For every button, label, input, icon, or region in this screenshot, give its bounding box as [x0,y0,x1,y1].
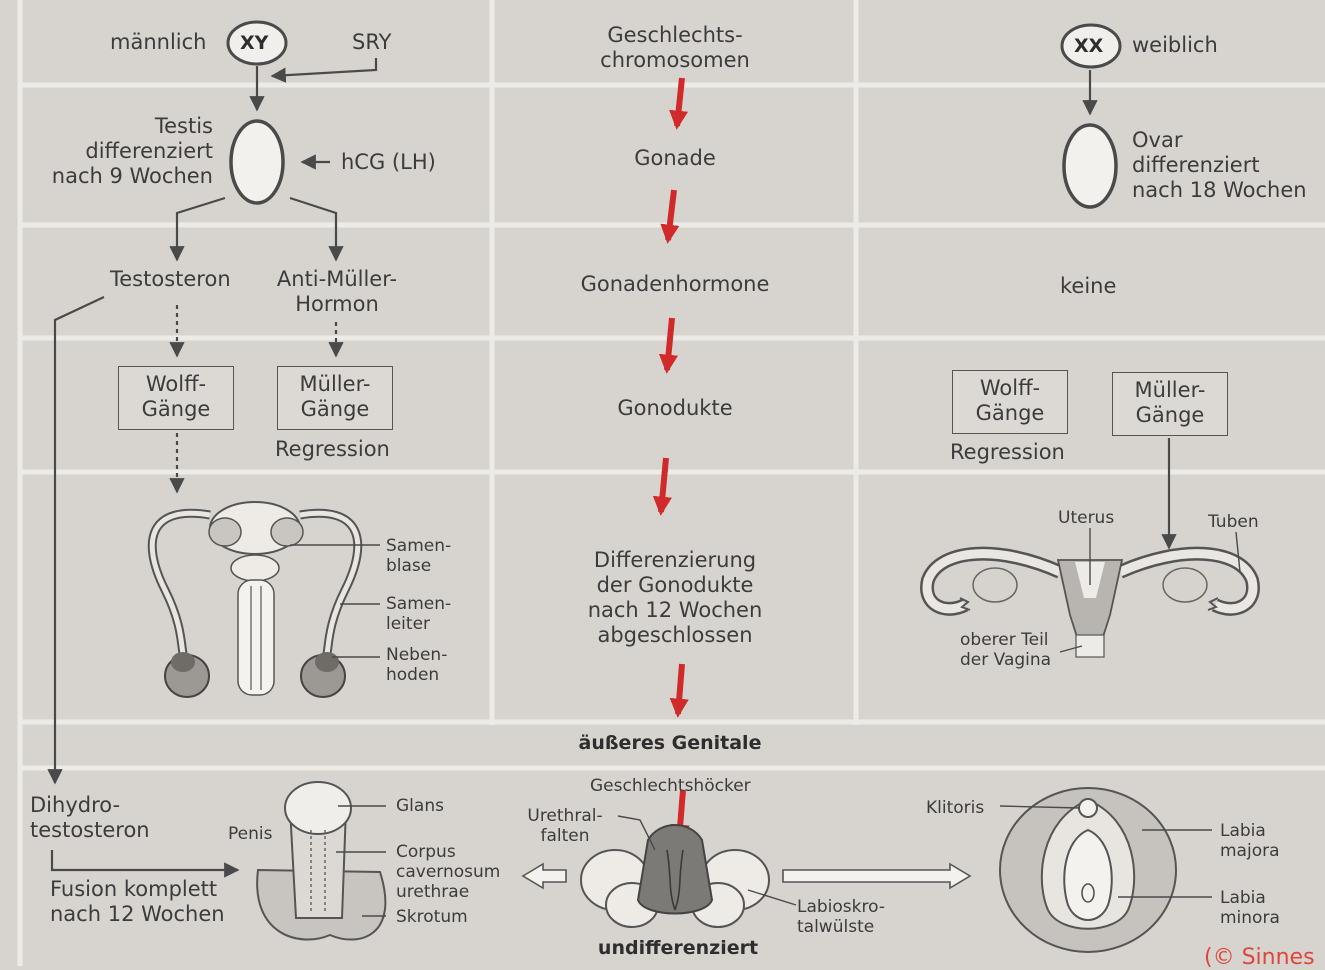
nebenhoden-line-2: hoden [386,665,447,685]
female-wolff-line-2: Gänge [953,401,1067,426]
external-genitalia-label: äußeres Genitale [540,731,800,756]
fusion-line-1: Fusion komplett [50,877,225,902]
tuben-label: Tuben [1208,512,1259,532]
nebenhoden-label: Neben- hoden [386,645,447,685]
samenleiter-label: Samen- leiter [386,594,451,634]
vagina-line-2: der Vagina [960,650,1051,670]
sex-chromosomes-line-1: Geschlechts- [582,23,768,48]
skrotum-label: Skrotum [396,907,468,927]
labia-minora-label: Labia minora [1220,888,1280,928]
differentiation-line-3: nach 12 Wochen [560,598,790,623]
urethral-folds-line-2: falten [515,826,615,846]
samenleiter-line-1: Samen- [386,594,451,614]
testis-shape [231,121,283,203]
urethral-folds-line-1: Urethral- [515,806,615,826]
corpus-line-2: cavernosum [396,862,500,882]
samenleiter-line-2: leiter [386,614,451,634]
nebenhoden-line-1: Neben- [386,645,447,665]
xy-chip-label: XY [240,31,268,56]
female-external-illustration [1000,788,1212,952]
testis-line-2: differenziert [30,139,213,164]
genital-tubercle-label: Geschlechtshöcker [590,776,751,796]
labia-minora-line-2: minora [1220,908,1280,928]
female-wolff-line-1: Wolff- [953,376,1067,401]
ovar-line-3: nach 18 Wochen [1132,178,1307,203]
female-mueller-line-2: Gänge [1113,403,1227,428]
female-label: weiblich [1132,33,1218,58]
male-mueller-line-2: Gänge [278,397,392,422]
samenblase-label: Samen- blase [386,536,451,576]
urethral-folds-label: Urethral- falten [515,806,615,846]
male-mueller-box: Müller- Gänge [277,366,393,430]
dht-line-2: testosteron [30,818,150,843]
xx-chip-label: XX [1074,34,1103,59]
male-wolff-line-1: Wolff- [119,372,233,397]
ovar-shape [1064,125,1116,207]
amh-label: Anti-Müller- Hormon [262,267,412,317]
corpus-label: Corpus cavernosum urethrae [396,842,500,902]
female-mueller-box: Müller- Gänge [1112,372,1228,436]
labia-majora-line-1: Labia [1220,821,1280,841]
male-mueller-line-1: Müller- [278,372,392,397]
male-internal-illustration [152,502,380,697]
uterus-label: Uterus [1058,508,1114,528]
copyright-watermark: (© Sinnes [1204,945,1315,970]
testis-line-3: nach 9 Wochen [30,164,213,189]
sex-chromosomes-line-2: chromosomen [582,48,768,73]
sry-label: SRY [352,30,391,55]
amh-line-1: Anti-Müller- [262,267,412,292]
ovar-label: Ovar differenziert nach 18 Wochen [1132,128,1307,203]
labioscrotal-label: Labioskro- talwülste [797,897,885,937]
corpus-line-3: urethrae [396,882,500,902]
fusion-line-2: nach 12 Wochen [50,902,225,927]
amh-line-2: Hormon [262,292,412,317]
male-label: männlich [110,30,206,55]
gonade-label: Gonade [582,146,768,171]
samenblase-line-1: Samen- [386,536,451,556]
male-regression-label: Regression [275,437,390,462]
hcg-label: hCG (LH) [341,150,436,175]
differentiation-line-1: Differenzierung [560,548,790,573]
fusion-label: Fusion komplett nach 12 Wochen [50,877,225,927]
ovar-line-2: differenziert [1132,153,1307,178]
dht-label: Dihydro- testosteron [30,793,150,843]
labia-majora-label: Labia majora [1220,821,1280,861]
penis-label: Penis [228,824,272,844]
female-mueller-line-1: Müller- [1113,378,1227,403]
labia-majora-line-2: majora [1220,841,1280,861]
glans-label: Glans [396,796,444,816]
male-wolff-box: Wolff- Gänge [118,366,234,430]
klitoris-label: Klitoris [926,798,984,818]
undifferentiated-label: undifferenziert [590,938,766,958]
testis-line-1: Testis [30,114,213,139]
gonadal-hormones-label: Gonadenhormone [555,272,795,297]
female-wolff-box: Wolff- Gänge [952,370,1068,434]
male-external-illustration [257,782,386,940]
corpus-line-1: Corpus [396,842,500,862]
female-regression-label: Regression [950,440,1065,465]
dht-line-1: Dihydro- [30,793,150,818]
labioscrotal-line-1: Labioskro- [797,897,885,917]
male-wolff-line-2: Gänge [119,397,233,422]
gonodukte-label: Gonodukte [582,396,768,421]
differentiation-label: Differenzierung der Gonodukte nach 12 Wo… [560,548,790,648]
vagina-label: oberer Teil der Vagina [960,630,1051,670]
labioscrotal-line-2: talwülste [797,917,885,937]
testosteron-label: Testosteron [110,267,231,292]
samenblase-line-2: blase [386,556,451,576]
sex-chromosomes-label: Geschlechts- chromosomen [582,23,768,73]
vagina-line-1: oberer Teil [960,630,1051,650]
red-arrows [661,78,683,840]
keine-label: keine [1060,274,1116,299]
differentiation-line-4: abgeschlossen [560,623,790,648]
ovar-line-1: Ovar [1132,128,1307,153]
labia-minora-line-1: Labia [1220,888,1280,908]
testis-label: Testis differenziert nach 9 Wochen [30,114,213,189]
differentiation-line-2: der Gonodukte [560,573,790,598]
